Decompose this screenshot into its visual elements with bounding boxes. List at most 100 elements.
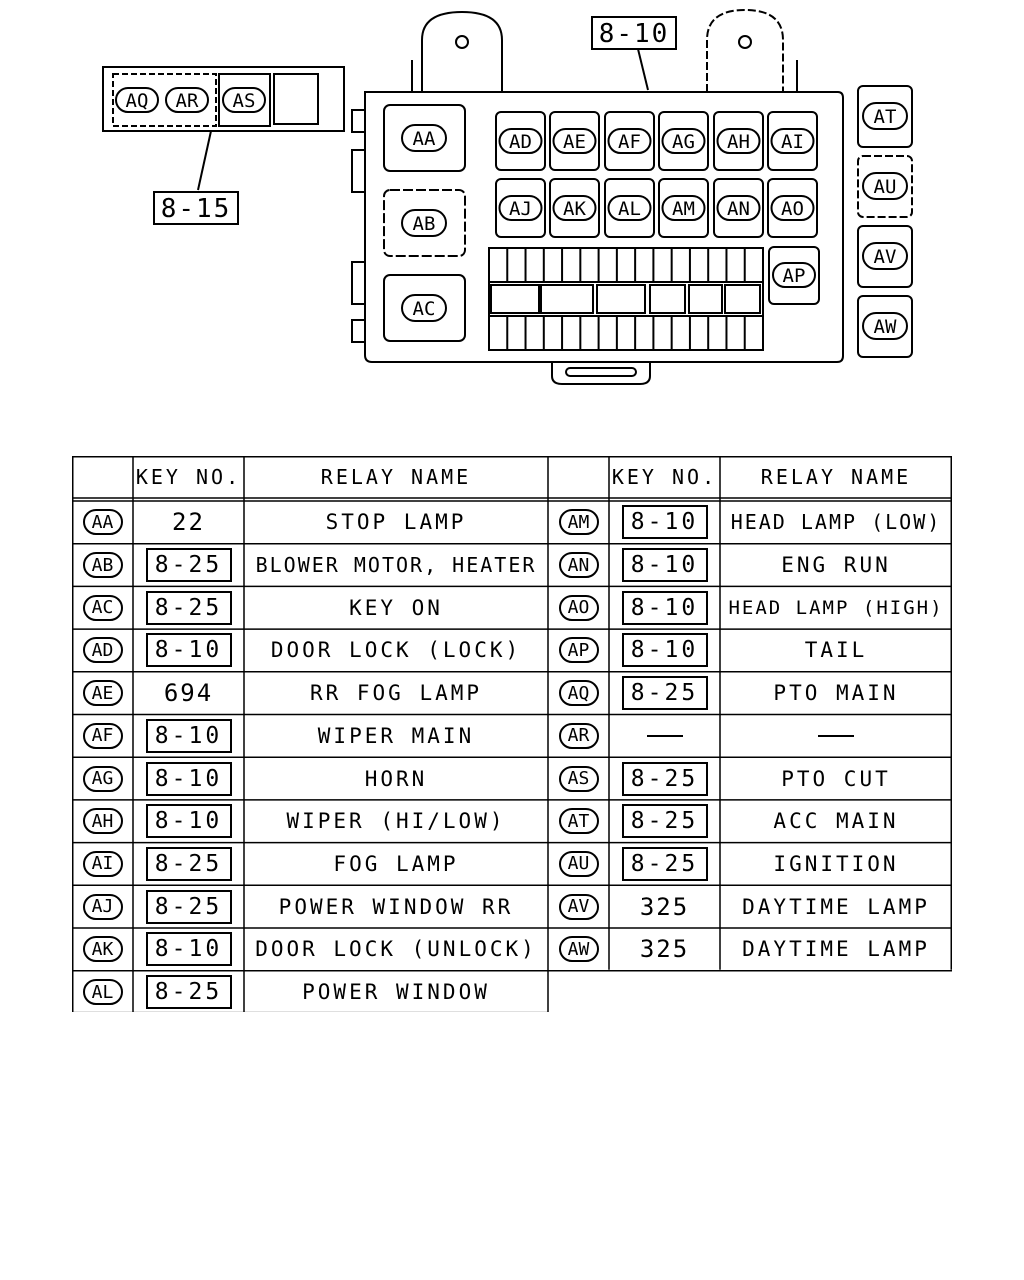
key-no-cell: 8-10 (609, 629, 720, 672)
key-cell: AE (72, 672, 133, 715)
key-no-cell: 325 (609, 885, 720, 928)
relay-tag-aq-label: AQ (126, 90, 149, 112)
relay-key-tag: AR (558, 722, 599, 749)
key-no-boxed: 8-25 (145, 590, 232, 625)
key-no-boxed: 8-25 (621, 846, 708, 881)
relay-tag-ab: AB (401, 209, 447, 237)
relay-slot-an: AN (713, 178, 764, 238)
relay-tag-al: AL (607, 195, 652, 221)
key-no-cell: 8-25 (609, 843, 720, 886)
relay-tag-ao-label: AO (781, 198, 804, 220)
relay-name-cell: HEAD LAMP (LOW) (720, 501, 952, 544)
relay-name: HEAD LAMP (HIGH) (728, 596, 944, 619)
relay-table-grid (72, 456, 952, 1012)
relay-tag-ac-label: AC (413, 298, 436, 320)
relay-tag-ae-label: AE (563, 131, 586, 153)
relay-name: POWER WINDOW (302, 980, 490, 1005)
relay-name-cell: FOG LAMP (244, 843, 548, 886)
relay-tag-au-label: AU (874, 176, 897, 198)
key-no-value: 694 (163, 679, 214, 708)
relay-tag-ak-label: AK (563, 198, 586, 220)
relay-name: RR FOG LAMP (309, 681, 483, 706)
relay-key-tag: AG (82, 765, 123, 792)
key-cell: AC (72, 586, 133, 629)
key-cell: AM (548, 501, 609, 544)
relay-name: BLOWER MOTOR, HEATER (255, 553, 537, 578)
key-no-cell: 8-10 (133, 715, 244, 758)
header-relay-name-right: RELAY NAME (720, 456, 952, 498)
relay-name: KEY ON (349, 595, 443, 620)
key-cell: AD (72, 629, 133, 672)
header-relay-name-left: RELAY NAME (244, 456, 548, 498)
key-no-boxed: 8-10 (145, 804, 232, 839)
key-no-boxed: 8-25 (145, 548, 232, 583)
relay-key-tag: AN (558, 552, 599, 579)
relay-slot-ah: AH (713, 111, 764, 171)
relay-key-tag: AW (558, 936, 599, 963)
relay-tag-an: AN (716, 195, 761, 221)
relay-tag-ag-label: AG (672, 131, 695, 153)
relay-name-cell: DOOR LOCK (LOCK) (244, 629, 548, 672)
key-no-cell: 325 (609, 928, 720, 971)
relay-tag-as-label: AS (233, 90, 256, 112)
relay-key-tag: AS (558, 765, 599, 792)
key-cell: AL (72, 971, 133, 1014)
relay-tag-ap-label: AP (783, 265, 806, 287)
relay-tag-ad: AD (498, 128, 543, 154)
relay-name: IGNITION (773, 851, 899, 876)
relay-name-cell: DOOR LOCK (UNLOCK) (244, 928, 548, 971)
header-key-no-right: KEY NO. (609, 456, 720, 498)
relay-key-tag: AF (82, 722, 123, 749)
key-no-cell: 8-10 (609, 501, 720, 544)
relay-key-tag: AL (82, 979, 123, 1006)
ref-side-label: 8-15 (161, 194, 232, 224)
header-key-no-label: KEY NO. (135, 465, 242, 489)
key-no-cell: 8-25 (133, 544, 244, 587)
key-no-value: 325 (639, 892, 690, 921)
relay-key-tag: AV (558, 893, 599, 920)
key-no-boxed: 8-10 (621, 548, 708, 583)
relay-tag-at-label: AT (874, 106, 897, 128)
relay-name: DOOR LOCK (LOCK) (270, 638, 522, 663)
relay-tag-an-label: AN (727, 198, 750, 220)
relay-slot-ad: AD (495, 111, 546, 171)
relay-tag-at: AT (862, 102, 908, 130)
key-cell: AT (548, 800, 609, 843)
key-no-cell (609, 715, 720, 758)
relay-name-cell: DAYTIME LAMP (720, 928, 952, 971)
relay-key-tag: AT (558, 808, 599, 835)
key-no-boxed: 8-25 (145, 846, 232, 881)
relay-name-cell: TAIL (720, 629, 952, 672)
relay-name-cell: RR FOG LAMP (244, 672, 548, 715)
relay-name-cell: POWER WINDOW RR (244, 885, 548, 928)
key-no-cell: 8-25 (133, 586, 244, 629)
key-no-boxed: 8-25 (621, 761, 708, 796)
relay-slot-al: AL (604, 178, 655, 238)
relay-name: DAYTIME LAMP (742, 894, 930, 919)
relay-name-cell: HEAD LAMP (HIGH) (720, 586, 952, 629)
relay-slot-af: AF (604, 111, 655, 171)
key-no-cell: 8-25 (133, 971, 244, 1014)
relay-slot-ag: AG (658, 111, 709, 171)
relay-key-tag: AA (82, 509, 123, 536)
relay-name-cell: POWER WINDOW (244, 971, 548, 1014)
relay-tag-aj: AJ (498, 195, 543, 221)
key-no-value: 22 (172, 508, 205, 537)
relay-tag-ac: AC (401, 294, 447, 322)
relay-tag-aw: AW (862, 312, 908, 340)
relay-tag-av-label: AV (874, 246, 897, 268)
relay-key-tag: AI (82, 850, 123, 877)
relay-name: STOP LAMP (325, 510, 467, 535)
relay-tag-ar: AR (165, 87, 209, 113)
relay-tag-ai: AI (770, 128, 815, 154)
relay-key-tag: AC (82, 594, 123, 621)
header-key-no-left: KEY NO. (133, 456, 244, 498)
relay-tag-aw-label: AW (874, 316, 897, 338)
relay-key-tag: AP (558, 637, 599, 664)
relay-name-cell: ENG RUN (720, 544, 952, 587)
relay-name: WIPER (HI/LOW) (286, 809, 506, 834)
key-no-cell: 8-10 (609, 586, 720, 629)
relay-tag-al-label: AL (618, 198, 641, 220)
relay-name-cell: WIPER MAIN (244, 715, 548, 758)
